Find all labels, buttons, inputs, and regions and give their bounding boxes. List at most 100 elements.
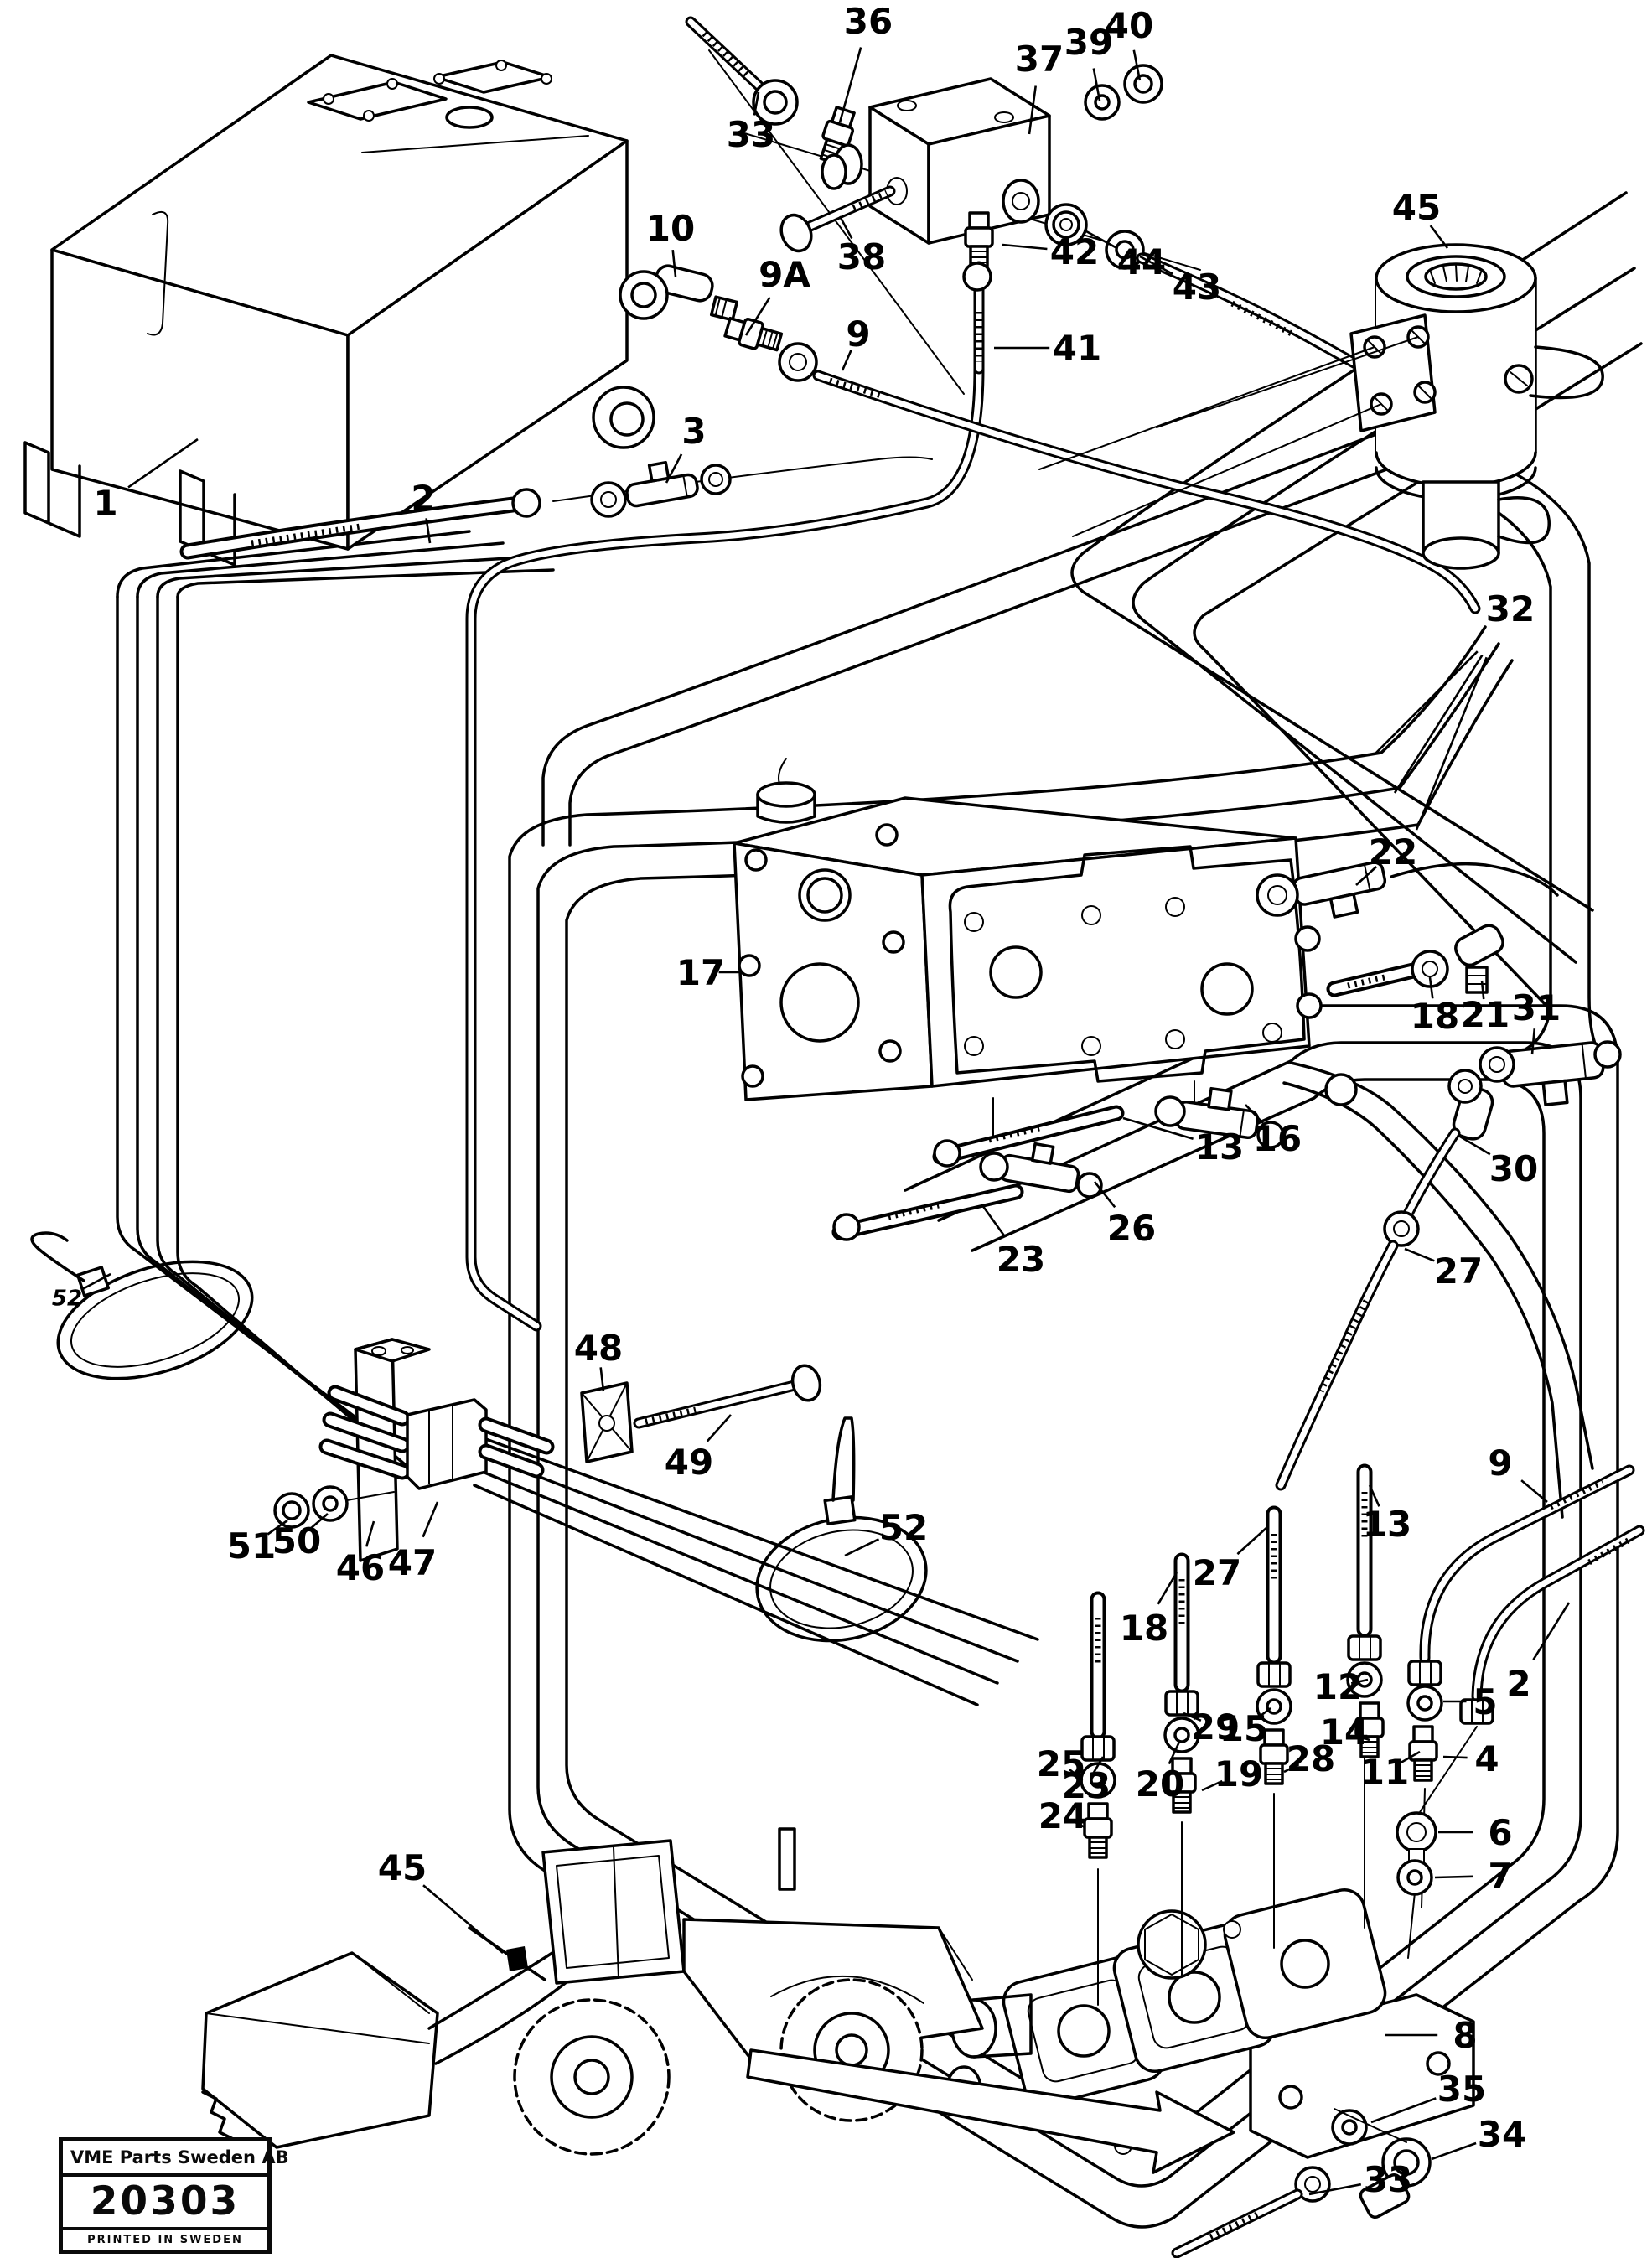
top-distributor-block-assembly xyxy=(691,22,1396,387)
callout-leader-18 xyxy=(1428,976,1434,999)
callout-36: 36 xyxy=(844,1,893,42)
callout-leader-10 xyxy=(671,249,677,277)
callout-39: 39 xyxy=(1064,22,1113,63)
control-valve-17 xyxy=(733,758,1323,1101)
callout-14: 14 xyxy=(1320,1712,1369,1753)
callout-leader-19 xyxy=(1201,1779,1223,1792)
callout-leader-48 xyxy=(599,1367,605,1392)
callout-44: 44 xyxy=(1117,241,1166,282)
callout-leader-11 xyxy=(1400,1750,1421,1764)
callout-13: 13 xyxy=(1363,1504,1411,1545)
callout-leader-26 xyxy=(1093,1181,1116,1209)
callout-5: 5 xyxy=(1473,1681,1497,1722)
callout-19: 19 xyxy=(1214,1753,1263,1794)
callout-leader-28 xyxy=(1283,1763,1300,1774)
callout-leader-23 xyxy=(981,1204,1006,1238)
callout-leader-45 xyxy=(422,1884,504,1954)
callout-4: 4 xyxy=(1474,1738,1499,1779)
callout-leader-22 xyxy=(1355,866,1378,886)
title-block-company: VME Parts Sweden AB xyxy=(63,2141,289,2177)
callout-leader-45 xyxy=(1429,225,1449,249)
callout-43: 43 xyxy=(1173,267,1221,308)
callout-leader-16 xyxy=(1245,1104,1264,1124)
callout-10: 10 xyxy=(646,208,695,249)
callout-26: 26 xyxy=(1107,1208,1156,1249)
callout-23: 23 xyxy=(997,1239,1045,1280)
callout-leader-2 xyxy=(425,518,432,544)
callout-2: 2 xyxy=(1506,1663,1530,1704)
callout-15: 15 xyxy=(1220,1708,1268,1749)
callout-leader-47 xyxy=(422,1501,439,1538)
callout-1: 1 xyxy=(93,483,117,524)
callout-leader-40 xyxy=(1132,49,1142,81)
callout-leader-32 xyxy=(1374,650,1479,755)
steering-valve-45 xyxy=(1038,243,1604,570)
callout-leader-13 xyxy=(1368,1484,1380,1507)
callout-18: 18 xyxy=(1411,996,1459,1037)
callout-52: 52 xyxy=(52,1286,82,1311)
right-mid-fittings xyxy=(1256,861,1622,1485)
callout-13: 13 xyxy=(1195,1126,1244,1168)
callout-9A: 9A xyxy=(759,254,810,295)
callout-23: 23 xyxy=(1062,1765,1111,1806)
callout-40: 40 xyxy=(1105,5,1153,46)
callout-11: 11 xyxy=(1360,1752,1409,1793)
callout-9: 9 xyxy=(846,313,870,355)
callout-45: 45 xyxy=(1392,187,1441,228)
callout-leader-35 xyxy=(1370,2097,1437,2124)
callout-leader-44 xyxy=(1085,230,1118,250)
tank-outlet-fittings xyxy=(188,264,1475,609)
callout-12: 12 xyxy=(1313,1666,1362,1707)
callout-leader-39 xyxy=(1092,68,1101,101)
callout-51: 51 xyxy=(227,1525,276,1567)
callout-leader-32 xyxy=(1415,656,1488,831)
callout-16: 16 xyxy=(1253,1118,1302,1159)
callout-leader-27 xyxy=(1236,1526,1268,1556)
callout-leader-46 xyxy=(365,1520,375,1547)
callout-31: 31 xyxy=(1512,987,1561,1028)
callout-leader-27 xyxy=(1404,1247,1435,1262)
callout-9: 9 xyxy=(1488,1442,1512,1484)
callout-21: 21 xyxy=(1461,994,1510,1035)
callout-leader-13 xyxy=(1122,1116,1194,1140)
callout-leader-9 xyxy=(1520,1479,1548,1503)
callout-38: 38 xyxy=(837,236,886,277)
callout-8: 8 xyxy=(1453,2015,1477,2056)
callout-leader-29 xyxy=(1183,1712,1202,1722)
title-block-printed-note: PRINTED IN SWEDEN xyxy=(87,2234,243,2246)
callout-33: 33 xyxy=(1364,2159,1412,2200)
callout-17: 17 xyxy=(676,952,725,993)
callout-leader-33 xyxy=(1308,2183,1362,2196)
callout-leader-9 xyxy=(841,350,852,371)
callout-27: 27 xyxy=(1434,1251,1483,1292)
callout-24: 24 xyxy=(1038,1795,1087,1836)
callout-leader-25 xyxy=(1069,1769,1080,1779)
hydraulic-tank xyxy=(23,54,655,567)
callout-leader-12 xyxy=(1350,1678,1369,1685)
wheel-loader-illustration xyxy=(201,1827,1235,2174)
callout-41: 41 xyxy=(1053,328,1101,369)
title-block: VME Parts Sweden AB 20303 PRINTED IN SWE… xyxy=(59,2137,289,2254)
title-block-figure-number: 20303 xyxy=(63,2177,267,2230)
callout-6: 6 xyxy=(1488,1812,1512,1853)
callout-leader-24 xyxy=(1072,1820,1085,1829)
callout-30: 30 xyxy=(1489,1148,1538,1189)
callout-7: 7 xyxy=(1488,1856,1512,1897)
callout-37: 37 xyxy=(1015,39,1064,80)
callout-46: 46 xyxy=(336,1547,385,1588)
callout-leader-18 xyxy=(1157,1572,1178,1605)
callout-leader-49 xyxy=(706,1414,732,1442)
callout-leader-52 xyxy=(81,1272,111,1291)
callout-leader-36 xyxy=(838,47,862,123)
valve-port-fittings xyxy=(834,1080,1285,1241)
callout-28: 28 xyxy=(1287,1738,1335,1779)
callout-leader-52 xyxy=(844,1538,880,1557)
callout-27: 27 xyxy=(1193,1552,1241,1593)
callout-leader-23 xyxy=(1092,1756,1105,1774)
callout-29: 29 xyxy=(1191,1706,1240,1748)
callout-47: 47 xyxy=(388,1542,437,1583)
callout-leader-3 xyxy=(665,453,683,484)
callout-leader-9A xyxy=(744,297,771,336)
